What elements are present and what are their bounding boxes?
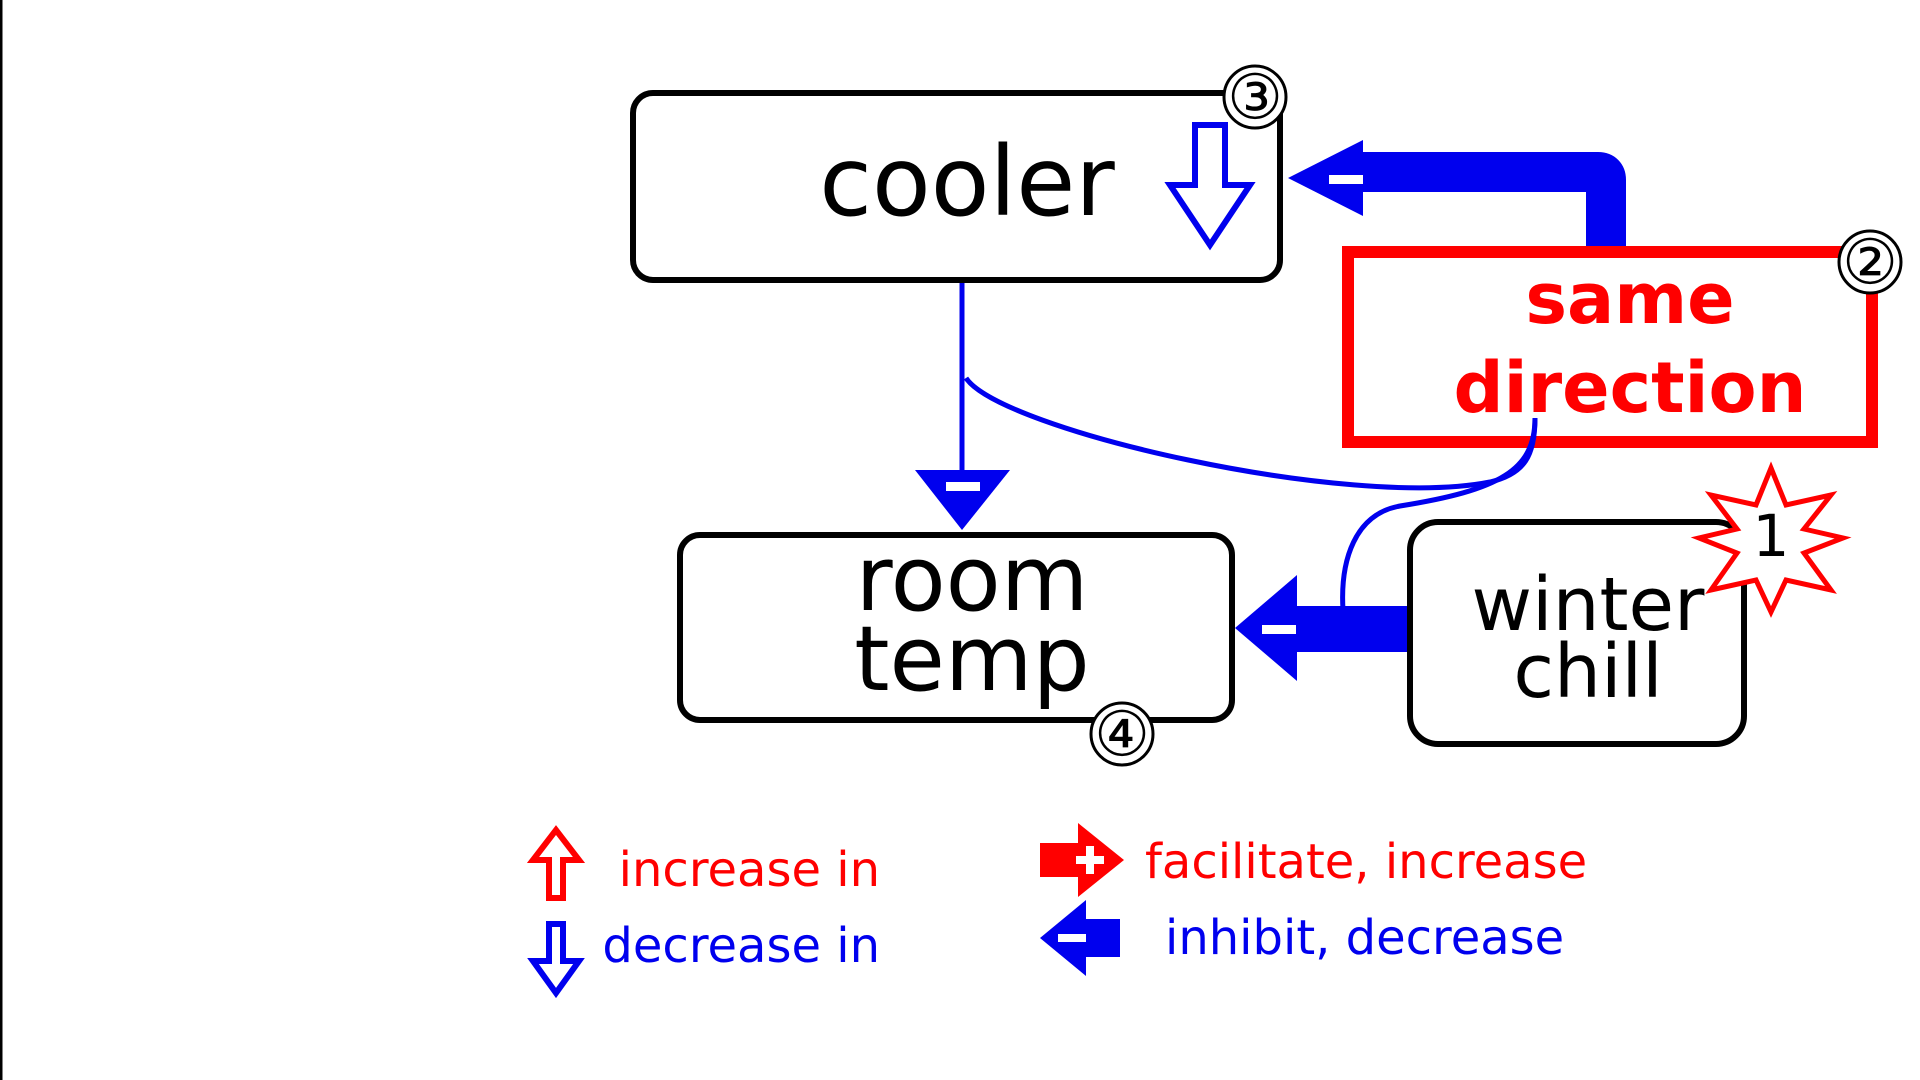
legend: increase in decrease in facilitate, incr… (526, 823, 1587, 999)
legend-inhibit-label: inhibit, decrease (1165, 910, 1564, 966)
node-same-direction: same direction ② (1342, 226, 1903, 448)
legend-facilitate-label: facilitate, increase (1145, 834, 1587, 890)
legend-increase-label: increase in (619, 842, 880, 898)
modulation-curves (963, 376, 1538, 611)
cooler-number: ③ (1227, 61, 1283, 134)
same-direction-line2: direction (1454, 347, 1807, 429)
room-temp-line1: room (856, 527, 1089, 632)
node-winter-chill: winter chill 1 (1407, 461, 1852, 747)
room-temp-number-badge (1089, 701, 1155, 767)
winter-chill-number: 1 (1753, 502, 1790, 570)
plus-arrow-icon (1040, 823, 1124, 897)
same-direction-line1: same (1525, 258, 1734, 340)
inhibit-arrow-to-cooler (1288, 140, 1626, 253)
cooler-label: cooler (819, 126, 1115, 238)
node-room-temp: room temp ④ (677, 527, 1235, 771)
legend-down-arrow-icon (527, 921, 585, 999)
down-arrow-icon (1164, 122, 1256, 251)
inhibit-arrow-cooler-to-room (915, 283, 1010, 530)
inhibit-arrow-winter-to-room (1235, 575, 1408, 681)
same-direction-number-badge (1837, 229, 1903, 295)
room-temp-number: ④ (1094, 698, 1150, 771)
winter-chill-line1: winter (1472, 562, 1706, 648)
starburst-icon (1690, 461, 1852, 618)
node-cooler: cooler ③ (630, 61, 1288, 283)
winter-chill-line2: chill (1513, 629, 1662, 715)
room-temp-line2: temp (854, 607, 1089, 712)
same-direction-number: ② (1842, 226, 1898, 299)
legend-decrease-label: decrease in (602, 918, 880, 974)
minus-arrow-icon (1040, 900, 1120, 976)
up-arrow-icon (526, 825, 586, 901)
cooler-number-badge (1222, 64, 1288, 130)
